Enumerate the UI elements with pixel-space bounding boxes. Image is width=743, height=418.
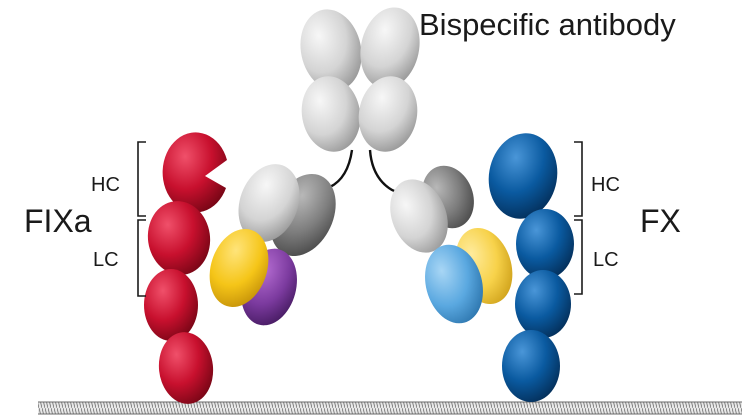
fx-brackets	[574, 141, 583, 295]
fx-light-chain-domain-2	[515, 270, 571, 338]
fixa-lc-label: LC	[93, 249, 119, 271]
bispecific-antibody	[209, 7, 513, 326]
fx-light-chain-domain-1	[516, 209, 574, 279]
fx-light-chain-domain-3	[502, 330, 560, 402]
fx-hc-label: HC	[591, 174, 620, 196]
fixa-light-chain-domain-2	[144, 269, 198, 341]
fixa-light-chain-domain-1	[147, 201, 211, 275]
fx-lc-label: LC	[593, 249, 619, 271]
membrane	[38, 401, 742, 415]
fixa-brackets	[137, 141, 146, 297]
antibody-hinge-right	[368, 149, 406, 198]
fab-right-constant-light	[390, 179, 448, 253]
fab-right-heavy-variable	[425, 244, 483, 324]
fx-heavy-chain-domain	[488, 133, 558, 219]
fixa-hc-bracket	[137, 141, 146, 217]
fab-left-light-variable	[209, 228, 269, 308]
fc-domain-top-right	[360, 7, 420, 89]
diagram-title: Bispecific antibody	[419, 7, 676, 42]
fixa-hc-label: HC	[91, 174, 120, 196]
fab-left-constant-light	[238, 164, 300, 242]
fc-domain-top-left	[300, 9, 362, 91]
fixa-label: FIXa	[24, 203, 92, 239]
fx-hc-bracket	[574, 141, 583, 217]
fc-domain-bottom-right	[358, 76, 418, 152]
fc-domain-bottom-left	[301, 76, 361, 152]
fixa-heavy-chain-domain	[162, 132, 227, 213]
fx-label: FX	[640, 203, 681, 239]
fixa-protein	[144, 132, 227, 404]
fx-protein	[488, 133, 574, 402]
fixa-lc-bracket	[137, 219, 146, 297]
fixa-light-chain-domain-3	[158, 332, 214, 404]
fx-lc-bracket	[574, 219, 583, 295]
